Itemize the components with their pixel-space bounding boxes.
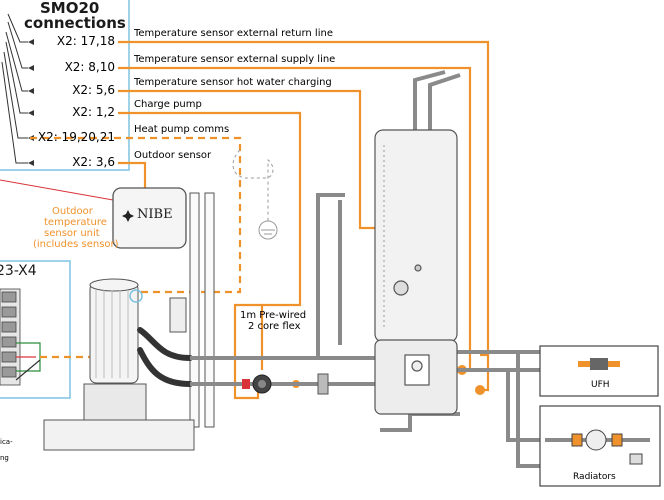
outdoor-sensor-unit (112, 187, 187, 249)
valve-icon (317, 373, 329, 395)
flex-caption-1: 1m Pre-wired (240, 310, 307, 321)
outdoor-caption-1: Outdoor (52, 206, 93, 217)
wall-column-right (204, 192, 215, 428)
label-charge-pump: Charge pump (134, 99, 202, 110)
footnote-2: ng (0, 454, 9, 462)
wire-outdoor-sensor (118, 161, 147, 188)
terminal-comms: X2: 19,20,21 (37, 130, 115, 144)
charge-pump-icon (242, 374, 272, 394)
wire-return-sensor (118, 40, 490, 357)
label-outdoor-sensor: Outdoor sensor (134, 150, 212, 161)
label-supply-sensor: Temperature sensor external supply line (134, 54, 336, 65)
footnote-1: ica- (0, 438, 13, 446)
outdoor-caption-3: sensor unit (44, 228, 100, 239)
wall-column-left (189, 192, 200, 428)
terminal-return: X2: 17,18 (56, 34, 115, 48)
ufh-circuit-box (539, 345, 659, 397)
smo20-title: SMO20 (40, 0, 100, 17)
terminal-pump: X2: 1,2 (72, 105, 115, 119)
red-cable (0, 179, 114, 201)
radiators-label: Radiators (573, 472, 616, 482)
terminal-supply: X2: 8,10 (64, 60, 115, 74)
outdoor-caption-2: temperature (44, 217, 107, 228)
terminal-leaders (1, 13, 28, 164)
outdoor-caption-4: (includes sensor) (33, 239, 119, 250)
label-heatpump-comms: Heat pump comms (134, 124, 230, 135)
earth-symbol (232, 149, 278, 240)
heatpump-terminal-box (0, 260, 71, 399)
ufh-manifold-icon (578, 358, 620, 370)
smo20-box (0, 0, 130, 171)
ground-slab (43, 419, 195, 451)
flex-caption-2: 2 core flex (248, 321, 301, 332)
pipework (190, 70, 540, 468)
hot-water-cylinder (374, 129, 458, 415)
label-return-sensor: Temperature sensor external return line (134, 28, 333, 39)
terminal-block (0, 288, 21, 386)
nibe-brand: NIBE (137, 207, 173, 222)
terminal-hw: X2: 5,6 (72, 83, 115, 97)
wire-charge-pump (118, 111, 302, 370)
wire-flex (233, 303, 262, 400)
nibe-logo-icon (122, 210, 134, 222)
smo20-subtitle: connections (24, 14, 126, 32)
flexible-hoses (137, 327, 193, 387)
ufh-label: UFH (591, 380, 610, 390)
terminal-outdoor: X2: 3,6 (72, 155, 115, 169)
heatpump-board-label: 23-X4 (0, 263, 37, 279)
label-hw-sensor: Temperature sensor hot water charging (134, 77, 332, 88)
radiator-pump-icon (545, 429, 650, 465)
heatpump-unit (83, 278, 187, 421)
